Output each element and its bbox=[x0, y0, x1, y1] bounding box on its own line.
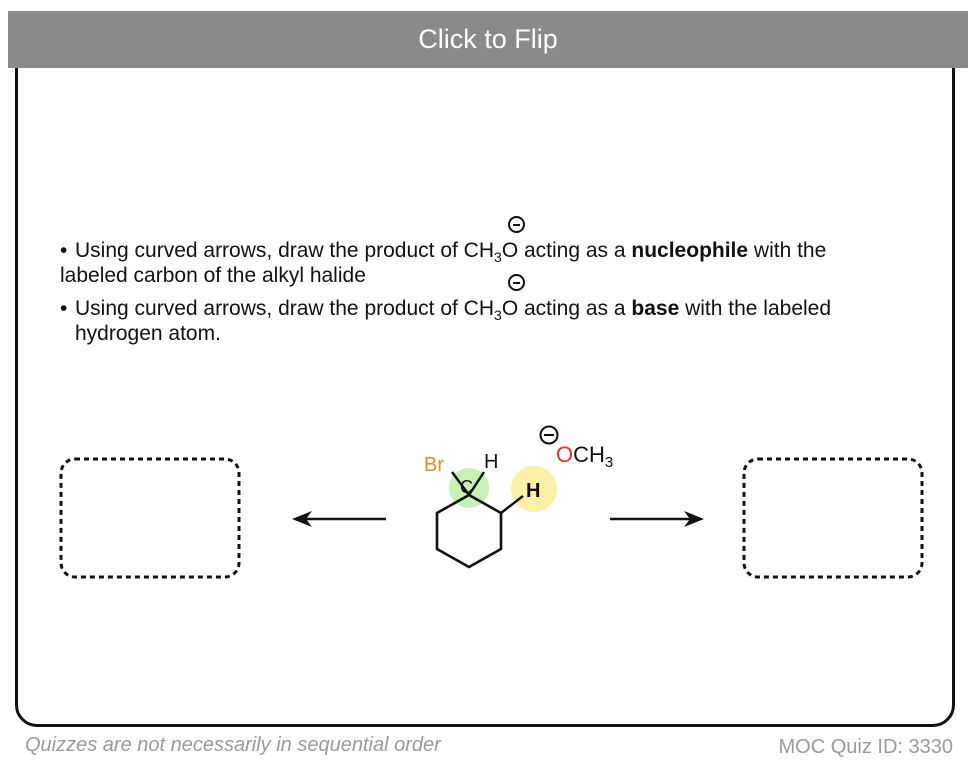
negative-charge-icon bbox=[507, 274, 525, 291]
hydrogen-highlight bbox=[511, 466, 557, 512]
question-text: • Using curved arrows, draw the product … bbox=[60, 216, 950, 354]
negative-charge-icon bbox=[507, 216, 525, 233]
question-bullet-1: • Using curved arrows, draw the product … bbox=[60, 216, 950, 288]
methoxide-negative-charge-icon bbox=[539, 425, 559, 445]
q2-oxygen: O bbox=[501, 297, 519, 320]
q1-bold-term: nucleophile bbox=[631, 239, 749, 262]
q1-text-after: with the bbox=[748, 239, 827, 262]
quiz-id: MOC Quiz ID: 3330 bbox=[778, 736, 953, 758]
bullet-dot: • bbox=[60, 297, 68, 320]
q1-text-mid: acting as a bbox=[518, 239, 632, 262]
methoxide-oxygen: O bbox=[556, 442, 573, 467]
q1-oxygen: O bbox=[501, 239, 519, 262]
carbon-label: C bbox=[460, 477, 473, 497]
bullet-dot: • bbox=[60, 239, 68, 262]
flashcard[interactable] bbox=[15, 17, 955, 727]
ch2-h-bond bbox=[500, 495, 524, 514]
hydrogen-label-top: H bbox=[484, 451, 498, 473]
methoxide-ion: O bbox=[501, 216, 525, 263]
flip-label: Click to Flip bbox=[418, 24, 558, 54]
q2-subscript: 3 bbox=[494, 307, 502, 324]
q2-text-mid: acting as a bbox=[518, 297, 632, 320]
methoxide-label: OCH3 bbox=[556, 442, 613, 471]
c-h-bond bbox=[467, 471, 486, 496]
hydrogen-highlight-label: H bbox=[526, 480, 540, 502]
question-bullet-2: • Using curved arrows, draw the product … bbox=[60, 274, 950, 346]
methoxide-ch: CH bbox=[573, 442, 605, 467]
q2-text-after: with the labeled bbox=[679, 297, 832, 320]
q1-text-before: Using curved arrows, draw the product of… bbox=[75, 239, 495, 262]
sequence-note: Quizzes are not necessarily in sequentia… bbox=[25, 734, 441, 756]
c-br-bond bbox=[451, 471, 470, 496]
bromine-label: Br bbox=[424, 454, 444, 476]
right-reaction-arrow bbox=[610, 511, 704, 527]
nucleophile-product-box[interactable] bbox=[59, 457, 241, 579]
q2-text-before: Using curved arrows, draw the product of… bbox=[75, 297, 495, 320]
click-to-flip-button[interactable]: Click to Flip bbox=[8, 11, 968, 68]
base-product-box[interactable] bbox=[742, 457, 924, 579]
q2-bold-term: base bbox=[631, 297, 680, 320]
q1-line2: labeled carbon of the alkyl halide bbox=[60, 264, 366, 287]
q1-subscript: 3 bbox=[494, 249, 502, 266]
methoxide-ion: O bbox=[501, 274, 525, 321]
methoxide-subscript: 3 bbox=[605, 454, 613, 471]
q2-line2: hydrogen atom. bbox=[75, 322, 221, 345]
left-reaction-arrow bbox=[292, 511, 386, 527]
